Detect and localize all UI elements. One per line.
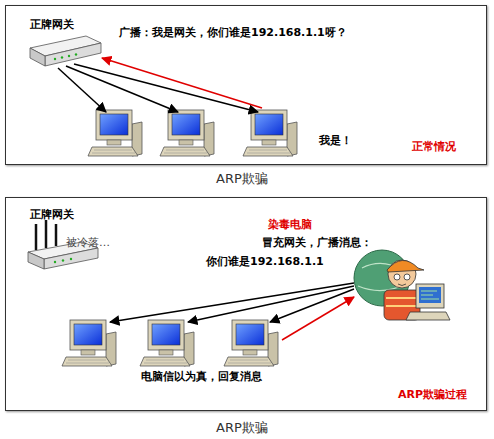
message-text: 你们谁是192.168.1.1 <box>206 255 324 268</box>
reply-text: 我是！ <box>319 134 352 147</box>
state-label: 正常情况 <box>412 140 456 153</box>
computer <box>224 320 278 366</box>
reply-arrow <box>102 58 262 108</box>
message-text: 冒充网关，广播消息： <box>262 236 372 249</box>
broadcast-arrow <box>58 68 106 112</box>
spoof-arrow <box>270 289 354 322</box>
computer <box>160 110 214 156</box>
computer <box>243 110 297 156</box>
node-heading: 正牌网关 <box>30 208 74 221</box>
panel-box: 正牌网关广播：我是网关，你们谁是192.168.1.1呀？ 我是！ 正常情况 <box>5 5 487 165</box>
spoof-arrow <box>110 283 354 322</box>
reply-arrow <box>282 297 354 340</box>
broadcast-arrow <box>74 64 258 112</box>
hacker-figure <box>354 250 450 320</box>
caption-text: ARP欺骗 <box>216 420 268 435</box>
panel-box: 正牌网关被冷落… 染毒电脑冒充网关，广播消息： 你们谁是192.168.1.1 电脑信… <box>5 197 487 411</box>
computer <box>62 320 116 366</box>
computer <box>140 320 194 366</box>
message-text: 广播：我是网关，你们谁是192.168.1.1呀？ <box>119 26 347 39</box>
state-label: ARP欺骗过程 <box>398 388 467 401</box>
spoof-arrow <box>188 286 354 322</box>
node-heading: 染毒电脑 <box>268 218 312 231</box>
caption-text: ARP欺骗 <box>216 171 268 186</box>
computer <box>88 110 142 156</box>
note-text: 被冷落… <box>66 236 110 249</box>
gateway-hub <box>30 36 101 66</box>
gateway-node: 正牌网关 <box>24 18 109 78</box>
broadcast-arrow <box>66 66 178 112</box>
gateway-node: 正牌网关被冷落… <box>24 206 134 276</box>
note-text: 电脑信以为真，回复消息 <box>141 370 262 383</box>
node-heading: 正牌网关 <box>30 18 74 31</box>
